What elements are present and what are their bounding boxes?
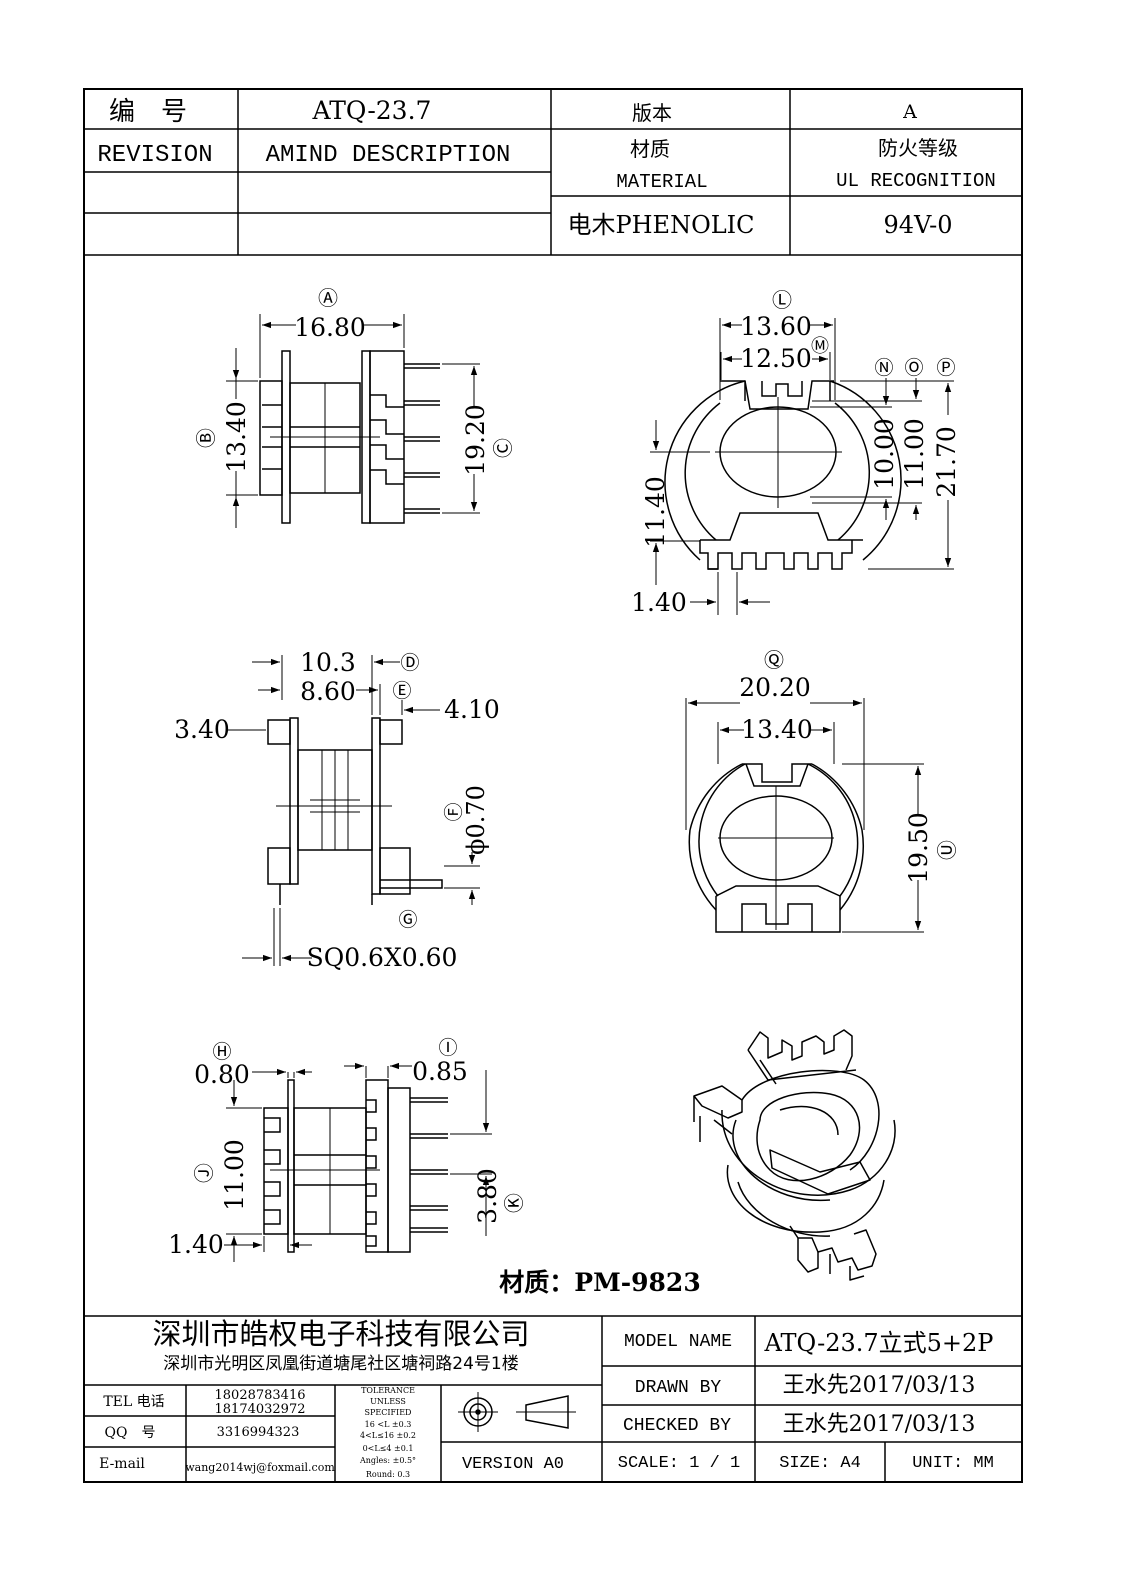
dim-1-40-value: 1.40 bbox=[631, 588, 687, 617]
side-view-bottom bbox=[226, 1066, 492, 1253]
tolerance-line: 16 <L ±0.3 bbox=[365, 1420, 412, 1429]
dim-11-40-value: 11.40 bbox=[641, 476, 670, 548]
dimension-lines-view3 bbox=[242, 658, 476, 962]
tolerance-line: 4<L≤16 ±0.2 bbox=[360, 1431, 416, 1440]
ul-label-cn: 防火等级 bbox=[878, 136, 958, 160]
dim-o-label: Ⓞ bbox=[904, 357, 923, 379]
email-address: wang2014wj@foxmail.com bbox=[185, 1461, 335, 1474]
dim-b-value: 13.40 bbox=[222, 401, 251, 473]
dim-j-label: Ⓙ bbox=[192, 1163, 216, 1183]
dim-b-label: Ⓑ bbox=[194, 428, 218, 448]
dim-4-10-value: 4.10 bbox=[444, 695, 500, 724]
dim-o-value: 11.00 bbox=[900, 418, 929, 490]
header-table bbox=[84, 89, 1022, 256]
dim-q-value: 20.20 bbox=[739, 673, 811, 702]
tolerance-line: Angles: ±0.5° bbox=[359, 1456, 416, 1465]
side-view-middle bbox=[228, 655, 480, 966]
dim-p-value: 21.70 bbox=[932, 426, 961, 498]
checked-value: 王水先2017/03/13 bbox=[783, 1412, 976, 1437]
dimension-lines-view1 bbox=[232, 321, 478, 528]
part-number: ATQ-23.7 bbox=[312, 96, 432, 125]
dim-h-value: 0.80 bbox=[194, 1060, 250, 1089]
dim-c-value: 19.20 bbox=[461, 404, 490, 476]
material-label-cn: 材质 bbox=[630, 137, 670, 161]
version-label: 版本 bbox=[632, 101, 672, 125]
dim-p-label: Ⓟ bbox=[936, 357, 955, 379]
pin-size-value: SQ0.6X0.60 bbox=[307, 943, 458, 972]
code-label: 编 号 bbox=[109, 97, 187, 127]
qq-label: QQ 号 bbox=[105, 1425, 156, 1441]
email-label: E-mail bbox=[99, 1456, 145, 1472]
dim-g-label: Ⓖ bbox=[398, 909, 417, 931]
dim-m-label: Ⓜ bbox=[811, 336, 829, 357]
dim-k-label: Ⓚ bbox=[502, 1193, 526, 1213]
dim-i-label: Ⓘ bbox=[438, 1037, 457, 1059]
checked-label: CHECKED BY bbox=[623, 1416, 731, 1436]
drawn-value: 王水先2017/03/13 bbox=[783, 1373, 976, 1398]
model-label: MODEL NAME bbox=[624, 1332, 732, 1352]
material-label-en: MATERIAL bbox=[616, 171, 707, 193]
ul-value: 94V-0 bbox=[883, 211, 952, 239]
dim-n-value: 10.00 bbox=[870, 418, 899, 490]
dim-j-value: 11.00 bbox=[220, 1139, 249, 1211]
tel-label: TEL 电话 bbox=[103, 1394, 164, 1410]
ul-label-en: UL RECOGNITION bbox=[836, 170, 996, 192]
dim-d-label: Ⓓ bbox=[400, 652, 419, 674]
tolerance-note: TOLERANCE UNLESS SPECIFIED 16 <L ±0.3 4<… bbox=[359, 1386, 416, 1479]
material-value: 电木PHENOLIC bbox=[567, 211, 754, 239]
size-label: SIZE: A4 bbox=[779, 1454, 861, 1473]
tolerance-line: UNLESS bbox=[370, 1397, 406, 1406]
scale-label: SCALE: 1 / 1 bbox=[618, 1454, 740, 1473]
dim-u-label: Ⓤ bbox=[935, 840, 959, 860]
tolerance-line: 0<L≤4 ±0.1 bbox=[363, 1444, 414, 1453]
unit-label: UNIT: MM bbox=[912, 1454, 994, 1473]
sheet-border bbox=[83, 88, 1023, 1483]
dim-3-40-value: 3.40 bbox=[174, 715, 230, 744]
tel-1: 18028783416 bbox=[215, 1388, 306, 1403]
front-view-top bbox=[650, 318, 954, 615]
amend-label: AMIND DESCRIPTION bbox=[266, 142, 511, 169]
tel-2: 18174032972 bbox=[215, 1402, 306, 1417]
dim-13-40-value: 13.40 bbox=[741, 715, 813, 744]
dim-i-value: 0.85 bbox=[412, 1057, 468, 1086]
dim-u-value: 19.50 bbox=[904, 812, 933, 884]
company-name: 深圳市皓权电子科技有限公司 bbox=[152, 1317, 529, 1351]
dim-k-value: 3.80 bbox=[473, 1168, 502, 1224]
dim-l-label: Ⓛ bbox=[772, 288, 792, 312]
dim-1-40b-value: 1.40 bbox=[168, 1230, 224, 1259]
tolerance-line: SPECIFIED bbox=[365, 1408, 412, 1417]
footer-table bbox=[84, 1315, 1022, 1482]
dim-c-label: Ⓒ bbox=[491, 438, 515, 458]
dim-e-value: 8.60 bbox=[300, 677, 356, 706]
dim-a-value: 16.80 bbox=[294, 313, 366, 342]
dimension-lines-view2 bbox=[652, 321, 952, 606]
version-label-footer: VERSION A0 bbox=[462, 1455, 564, 1474]
side-view-top bbox=[226, 314, 480, 524]
dim-f-label: Ⓕ bbox=[443, 802, 465, 821]
isometric-view bbox=[693, 1029, 896, 1281]
dim-a-label: Ⓐ bbox=[318, 286, 338, 310]
tolerance-line: TOLERANCE bbox=[361, 1386, 415, 1395]
material-note: 材质：PM-9823 bbox=[499, 1268, 700, 1297]
tolerance-line: Round: 0.3 bbox=[366, 1470, 410, 1479]
dim-n-label: Ⓝ bbox=[874, 357, 893, 379]
dim-f-value: ϕ0.70 bbox=[462, 785, 490, 855]
dim-l-value: 13.60 bbox=[740, 312, 812, 341]
dim-e-label: Ⓔ bbox=[392, 680, 411, 702]
dim-h-label: Ⓗ bbox=[212, 1041, 231, 1063]
dim-m-value: 12.50 bbox=[740, 344, 812, 373]
company-address: 深圳市光明区凤凰街道塘尾社区塘祠路24号1楼 bbox=[163, 1354, 518, 1374]
dim-q-label: Ⓠ bbox=[764, 648, 784, 672]
version-value: A bbox=[902, 101, 917, 123]
projection-symbol-icon bbox=[458, 1392, 576, 1432]
qq-number: 3316994323 bbox=[217, 1425, 300, 1440]
dimension-lines-view4 bbox=[688, 699, 922, 930]
revision-label: REVISION bbox=[97, 142, 212, 169]
rear-view-middle bbox=[685, 698, 924, 933]
dim-d-value: 10.3 bbox=[300, 648, 356, 677]
drawn-label: DRAWN BY bbox=[635, 1378, 722, 1398]
model-value: ATQ-23.7立式5+2P bbox=[764, 1329, 994, 1357]
dimension-lines-view5 bbox=[224, 1062, 490, 1262]
